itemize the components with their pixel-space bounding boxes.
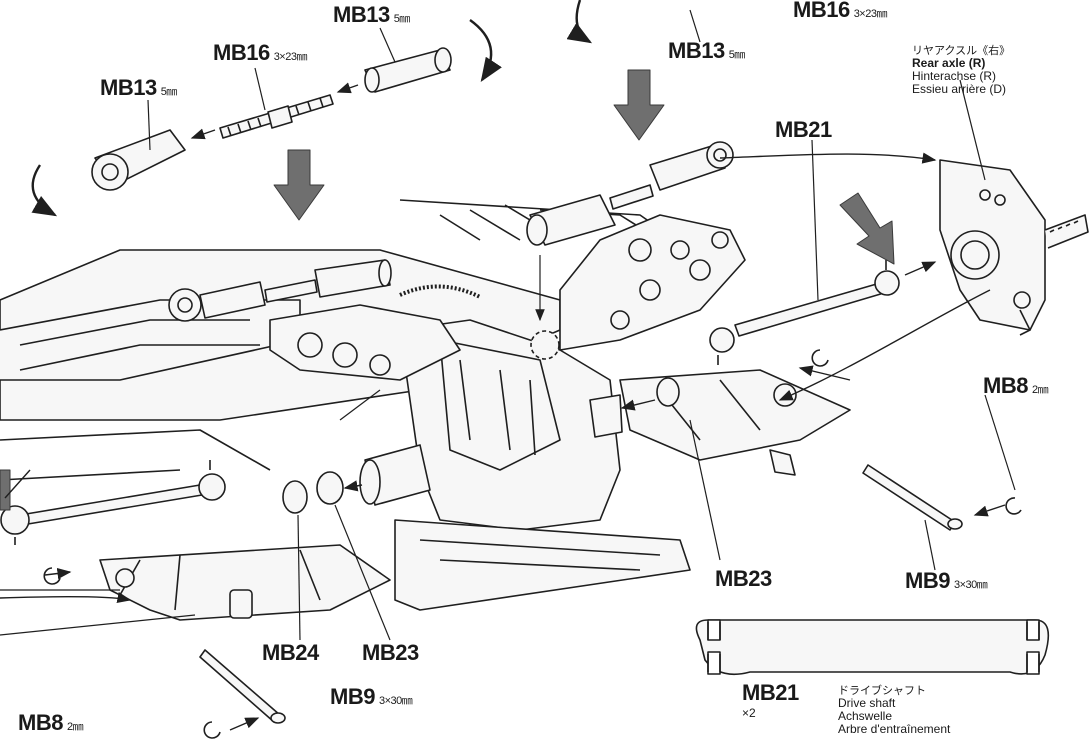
left-suspension-arm	[99, 544, 391, 621]
rear-axle-de: Hinterachse (R)	[912, 69, 997, 83]
direction-arrows	[0, 69, 895, 511]
rear-axle-caption: リヤアクスル《右》 Rear axle (R) Hinterachse (R) …	[912, 44, 1010, 96]
part-label-mb24: MB24	[262, 640, 319, 665]
rear-axle-jp: リヤアクスル《右》	[912, 44, 1011, 57]
turnbuckle-exploded-left	[91, 47, 452, 191]
assembly-arrows	[0, 82, 1006, 731]
drive-shaft-de: Achswelle	[838, 709, 893, 723]
part-label-mb23-right: MB23	[715, 566, 772, 591]
spur-gear	[399, 284, 481, 299]
drive-shaft-fr: Arbre d'entraînement	[838, 722, 951, 736]
rear-bulkhead	[269, 214, 746, 381]
drive-shaft-caption: ドライブシャフト Drive shaft Achswelle Arbre d'e…	[838, 684, 950, 736]
drive-shaft-en: Drive shaft	[838, 696, 896, 710]
rear-axle-right	[939, 159, 1089, 336]
part-label-mb23-left: MB23	[362, 640, 419, 665]
drive-shaft-detail	[695, 619, 1050, 676]
gearbox	[394, 319, 691, 611]
suspension-pins	[199, 464, 963, 724]
rotation-arrows	[31, 0, 593, 217]
bearings	[282, 377, 680, 514]
rear-axle-en: Rear axle (R)	[912, 56, 986, 70]
turnbuckle-upper-left	[168, 259, 392, 322]
drive-shaft-code: MB21	[742, 680, 799, 705]
drive-shaft-jp: ドライブシャフト	[838, 684, 926, 697]
rear-axle-fr: Essieu arrière (D)	[912, 82, 1007, 96]
right-suspension-arm	[619, 369, 851, 476]
leader-lines	[0, 9, 1016, 641]
drive-shaft-right	[709, 260, 900, 365]
turnbuckle-upper-right	[526, 141, 734, 246]
e-rings	[43, 349, 1022, 739]
drive-shaft-left	[0, 460, 226, 545]
drive-shaft-qty: ×2	[742, 706, 756, 720]
part-label-mb21: MB21	[775, 117, 832, 142]
